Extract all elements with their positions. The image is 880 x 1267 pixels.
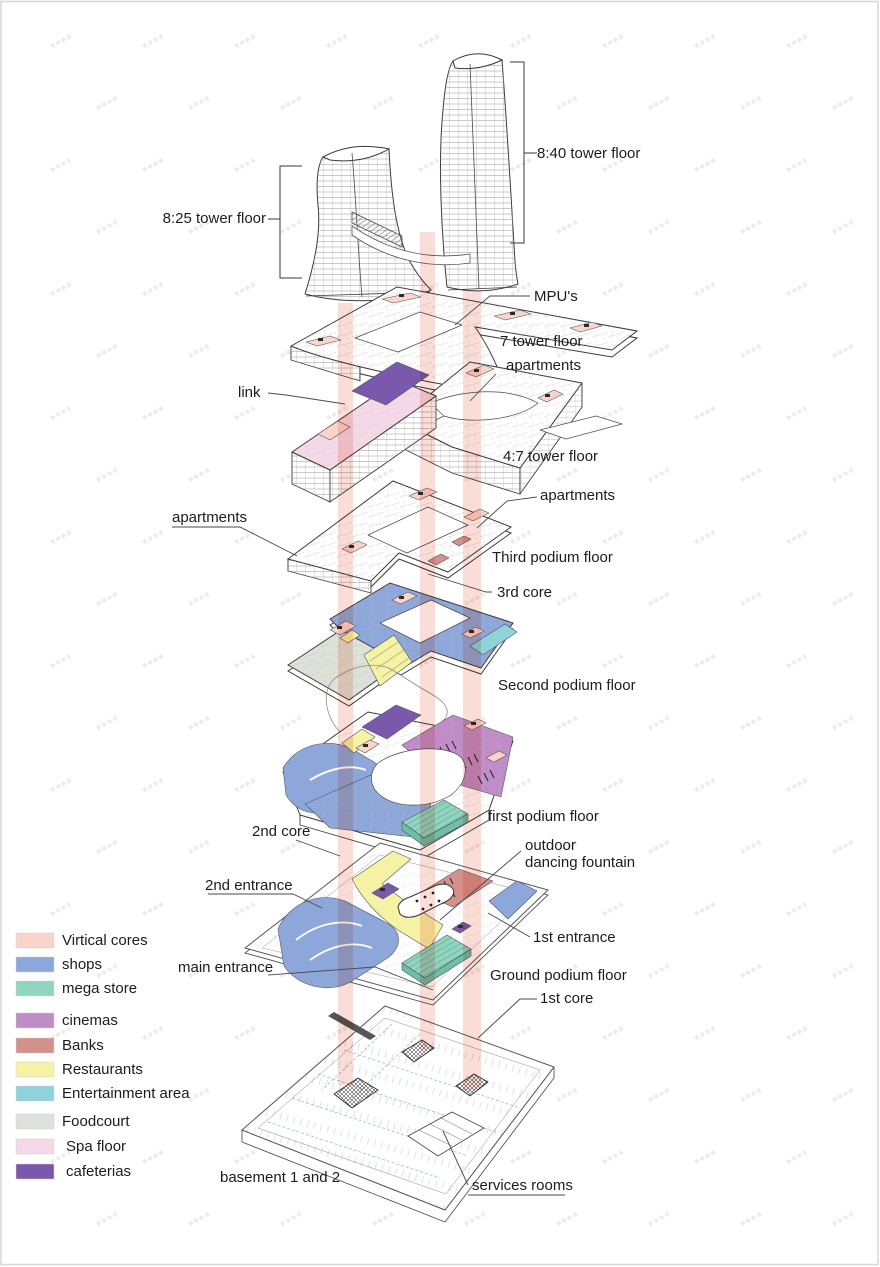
label-third-podium: Third podium floor [492,549,613,566]
labels: 8:25 tower floor 8:40 tower floor MPU's … [163,145,641,1194]
label-apartments-left: apartments [172,509,247,526]
legend-item: Virtical cores [15,932,148,949]
legend-item: Banks [15,1037,104,1054]
services-rooms-block [407,1111,485,1157]
legend-item: Foodcourt [15,1113,130,1130]
label-services-rooms: services rooms [472,1177,573,1194]
label-first-podium: first podium floor [488,808,599,825]
legend-label: mega store [62,980,137,997]
label-second-podium: Second podium floor [498,677,636,694]
legend-swatch [15,1163,55,1180]
label-main-entrance: main entrance [178,959,273,976]
label-4-7-tower-floor: 4:7 tower floor [503,448,598,465]
floor-second-podium [287,582,518,707]
label-mpus: MPU's [534,288,578,305]
legend-swatch [15,932,55,949]
legend-label: cinemas [62,1012,118,1029]
tower-right-edge [469,63,480,290]
shops-zone-ground-right [488,880,538,920]
label-7-tower-floor: 7 tower floor [500,333,583,350]
label-apartments-right: apartments [540,487,615,504]
vertical-core-band [420,232,435,1050]
vertical-core-bands [338,232,481,1090]
legend-item: shops [15,956,102,973]
legend-swatch [15,1138,55,1155]
bracket-tower-right [510,61,537,244]
legend-label: Entertainment area [62,1085,190,1102]
legend-item: Spa floor [15,1138,126,1155]
legend-label: Foodcourt [62,1113,130,1130]
tower-right [439,53,519,292]
legend-item: cafeterias [15,1163,131,1180]
annotation-lines [172,61,565,1196]
label-1st-core: 1st core [540,990,593,1007]
label-2nd-entrance: 2nd entrance [205,877,293,894]
legend-label: Banks [62,1037,104,1054]
legend-label: cafeterias [66,1163,131,1180]
link-bridge [351,211,471,266]
label-fountain-line1: outdoor [525,837,576,854]
label-1st-entrance: 1st entrance [533,929,616,946]
legend-swatch [15,1012,55,1029]
floor-7-core-patches [305,292,603,347]
label-tower-right: 8:40 tower floor [537,145,640,162]
label-basement: basement 1 and 2 [220,1169,340,1186]
legend-swatch [15,980,55,997]
label-ground-podium: Ground podium floor [490,967,627,984]
legend-item: cinemas [15,1012,118,1029]
label-link: link [238,384,261,401]
label-3rd-core: 3rd core [497,584,552,601]
legend: Virtical cores shops mega store cinemas … [15,932,190,1180]
vertical-core-band [463,290,481,1090]
label-apartments-top: apartments [506,357,581,374]
cafeterias-zone-ground [371,882,400,900]
vertical-core-band [338,303,353,1085]
legend-label: Virtical cores [62,932,148,949]
legend-swatch [15,1085,55,1102]
legend-swatch [15,1037,55,1054]
legend-swatch [15,1113,55,1130]
legend-item: Restaurants [15,1061,143,1078]
label-tower-left: 8:25 tower floor [163,210,266,227]
legend-label: Restaurants [62,1061,143,1078]
legend-label: Spa floor [66,1138,126,1155]
label-fountain-line2: dancing fountain [525,854,635,871]
legend-item: mega store [15,980,137,997]
legend-swatch [15,1061,55,1078]
legend-item: Entertainment area [15,1085,190,1102]
label-2nd-core: 2nd core [252,823,310,840]
legend-swatch [15,956,55,973]
legend-label: shops [62,956,102,973]
bracket-tower-left [268,165,302,279]
